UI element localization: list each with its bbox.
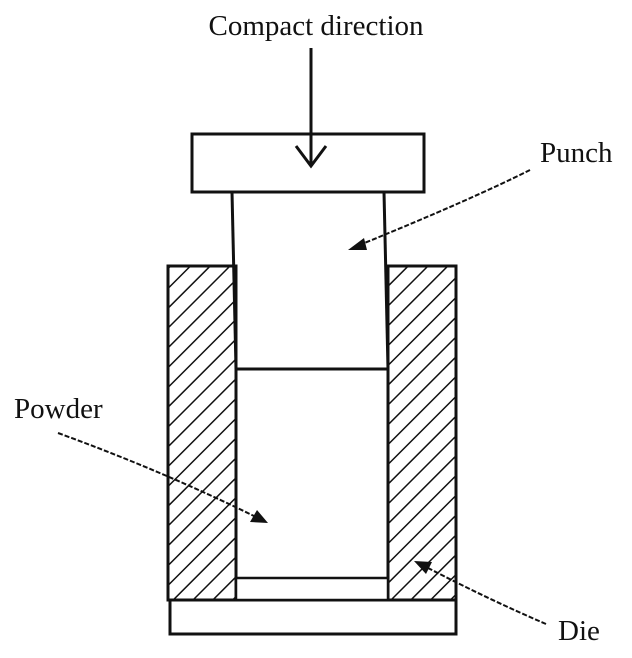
punch-stem-left [230,191,238,370]
base-plate [168,598,458,636]
bottom-punch [234,576,390,602]
compact-direction-label: Compact direction [208,10,424,42]
die-leader-arrowhead [414,561,432,574]
die-right-wall [386,264,458,602]
powder-label: Powder [14,393,103,425]
powder-leader-line [57,432,255,517]
die-left-wall [166,264,238,602]
direction-arrow-head [294,145,328,169]
powder-leader-arrowhead [250,510,268,523]
die-leader-line [427,567,547,625]
punch-stem-right [382,191,390,370]
punch-leader-arrowhead [348,238,367,250]
die-label: Die [558,615,600,647]
punch-label: Punch [540,137,613,169]
punch-leader-line [361,169,531,245]
